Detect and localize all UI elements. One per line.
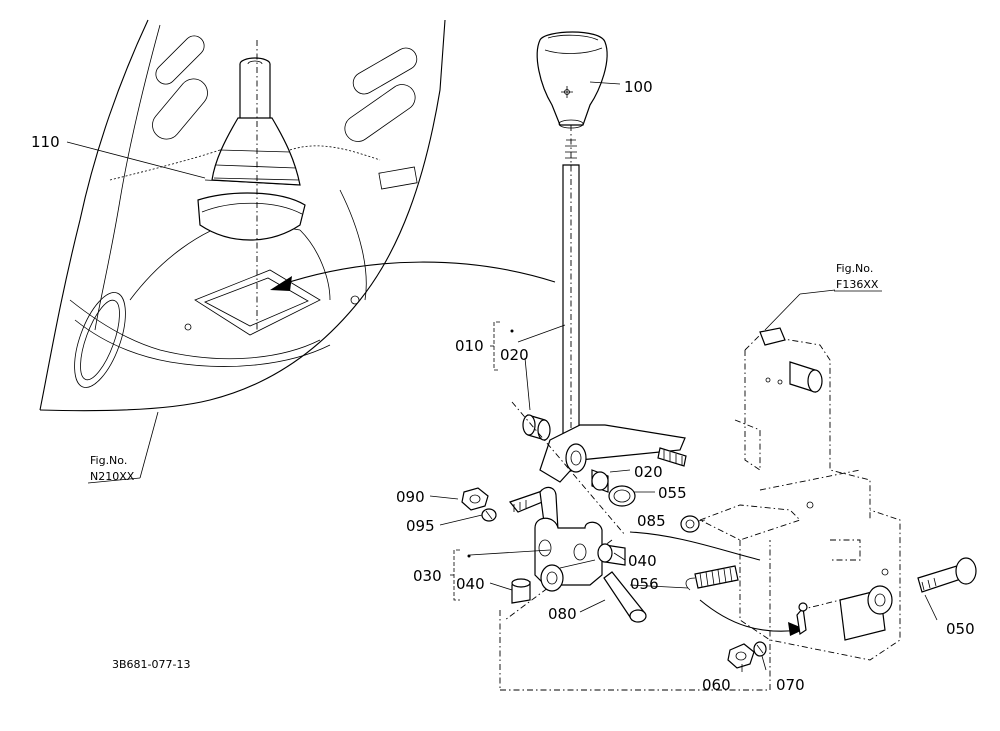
callout-056: 056: [630, 575, 659, 593]
callout-055: 055: [658, 484, 687, 502]
pin-080: [603, 571, 647, 623]
fig-ref-left-number: N210XX: [90, 470, 135, 483]
callout-030: 030: [413, 567, 442, 585]
shift-knob: [536, 31, 608, 129]
callout-085: 085: [637, 512, 666, 530]
drawing-id: 3B681-077-13: [112, 658, 190, 671]
callout-010: 010: [455, 337, 484, 355]
callout-050: 050: [946, 620, 975, 638]
console-housing: [39, 19, 446, 412]
lever-boot: [197, 40, 306, 330]
group-brackets: [450, 321, 514, 601]
bolt-050: [917, 557, 977, 593]
assembly-lines: [499, 401, 771, 691]
spring-056: [685, 565, 739, 591]
frame-f136: [698, 327, 901, 661]
collar-020-top: [522, 414, 551, 441]
callout-080: 080: [548, 605, 577, 623]
callout-070: 070: [776, 676, 805, 694]
callout-040-right: 040: [628, 552, 657, 570]
callout-090: 090: [396, 488, 425, 506]
assembly-arrow-bottom: [629, 531, 805, 636]
nut-090: [461, 487, 489, 511]
callout-020-top: 020: [500, 346, 529, 364]
callout-110: 110: [31, 133, 60, 151]
leader-lines: [66, 81, 938, 672]
callout-040-left: 040: [456, 575, 485, 593]
fig-ref-left-label: Fig.No.: [90, 454, 127, 467]
callout-095: 095: [406, 517, 435, 535]
assembly-arrow-top: [270, 261, 556, 291]
callout-020-bottom: 020: [634, 463, 663, 481]
callout-100: 100: [624, 78, 653, 96]
washer-055: [608, 485, 636, 507]
washer-085: [680, 515, 700, 533]
washer-070: [753, 641, 767, 657]
washer-095: [481, 508, 497, 522]
collar-040-right: [597, 543, 626, 566]
nut-060: [727, 643, 755, 669]
collar-040-left: [511, 578, 531, 604]
bracket-030: [534, 517, 603, 592]
callout-060: 060: [702, 676, 731, 694]
collar-020-bottom: [591, 469, 609, 493]
fig-ref-right-label: Fig.No.: [836, 262, 873, 275]
shift-rod: [539, 125, 687, 483]
fig-ref-right-number: F136XX: [836, 278, 879, 291]
